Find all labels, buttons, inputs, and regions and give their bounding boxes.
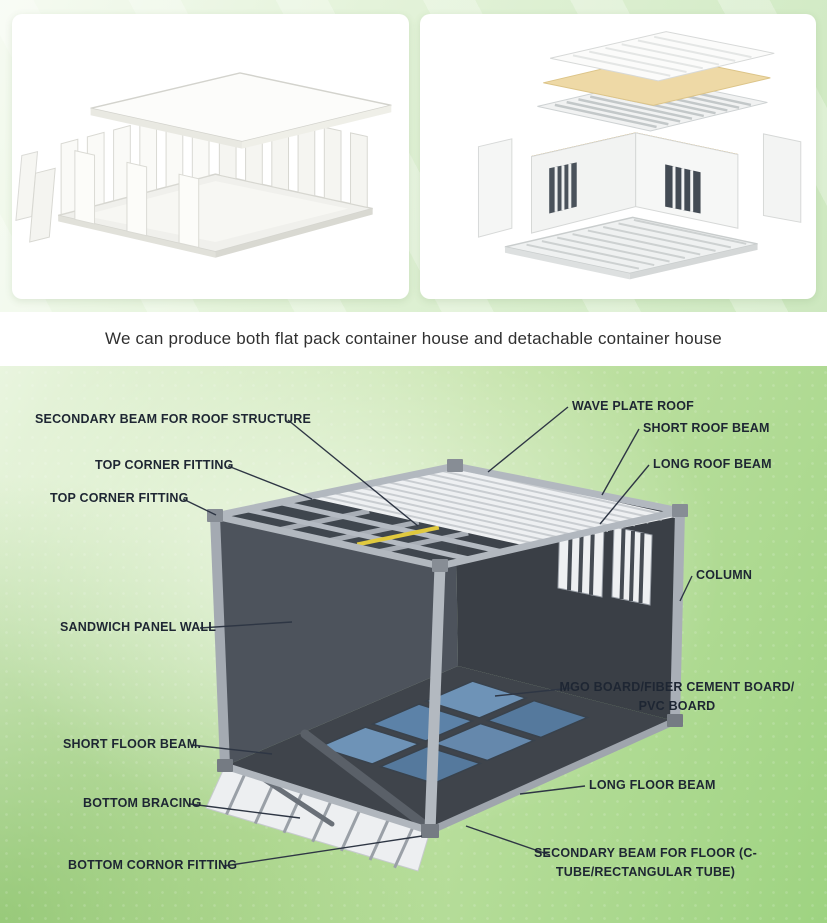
label-mgo-board: MGO BOARD/FIBER CEMENT BOARD/ PVC BOARD: [559, 680, 795, 713]
roof-slab: [90, 72, 392, 149]
bottom-bracing-beam: [300, 729, 431, 831]
label-short-roof-beam: SHORT ROOF BEAM: [643, 421, 770, 435]
bottom-bracing-beam-2: [259, 775, 335, 827]
window-2: [611, 526, 653, 606]
label-bottom-bracing: BOTTOM BRACING: [83, 796, 202, 810]
detached-wall-panel-right: [762, 133, 802, 223]
bottom-corner-fittings: [217, 714, 683, 838]
flat-pack-container-illustration: [15, 72, 392, 258]
long-floor-beam-shape: [428, 717, 677, 835]
label-top-corner-fitting-2: TOP CORNER FITTING: [50, 491, 189, 505]
container-box: [531, 132, 739, 234]
roof-structure: [215, 466, 680, 566]
label-wave-plate-roof: WAVE PLATE ROOF: [572, 399, 694, 413]
short-floor-beams: [227, 773, 414, 868]
gallery-section: [0, 0, 827, 312]
container-structure-diagram: [0, 366, 827, 923]
label-top-corner-fitting-1: TOP CORNER FITTING: [95, 458, 234, 472]
short-bottom-rail: [223, 762, 432, 835]
mgo-board-mats: [319, 681, 588, 783]
column-front: [424, 565, 446, 832]
label-column: COLUMN: [696, 568, 753, 582]
label-long-floor-beam: LONG FLOOR BEAM: [589, 778, 716, 792]
label-sandwich-panel-wall: SANDWICH PANEL WALL: [60, 620, 217, 634]
detached-wall-panel-left: [477, 138, 513, 238]
column-left: [210, 515, 230, 767]
base-slats: [527, 220, 747, 269]
caption-band: We can produce both flat pack container …: [0, 312, 827, 366]
column-right: [670, 510, 685, 722]
roof-layer-top-sheet: [550, 32, 774, 81]
label-secondary-beam-floor: SECONDARY BEAM FOR FLOOR (C-TUBE/RECTANG…: [534, 846, 757, 879]
detachable-container-house-image: [420, 14, 816, 299]
caption-text: We can produce both flat pack container …: [105, 329, 722, 348]
label-secondary-beam-roof: SECONDARY BEAM FOR ROOF STRUCTURE: [35, 412, 312, 426]
detachable-container-illustration: [420, 14, 816, 299]
leader-lines: [182, 406, 693, 867]
wall-panels-front: [74, 149, 200, 249]
label-bottom-cornor-fitting: BOTTOM CORNOR FITTING: [68, 858, 238, 872]
flat-pack-container-house-image: [12, 14, 409, 299]
label-long-roof-beam: LONG ROOF BEAM: [653, 457, 772, 471]
label-short-floor-beam: SHORT FLOOR BEAM.: [63, 737, 202, 751]
diagram-section: SECONDARY BEAM FOR ROOF STRUCTURE WAVE P…: [0, 366, 827, 923]
